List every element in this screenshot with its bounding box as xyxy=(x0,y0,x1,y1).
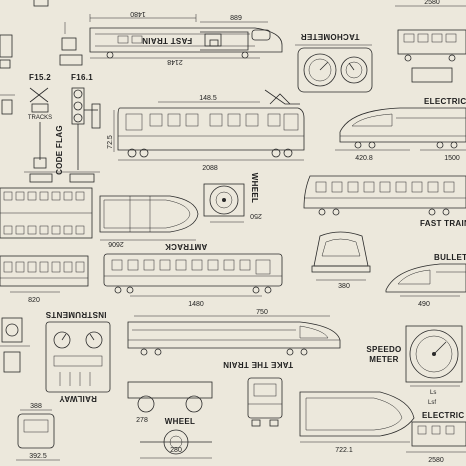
label-instruments: INSTRUMENTS xyxy=(45,310,106,319)
dim-889-top: 889 xyxy=(230,15,242,22)
dim-380-mid: 380 xyxy=(338,283,350,290)
take-the-train-drawing: 750 TAKE THE TRAIN xyxy=(127,309,341,369)
top-left-fragment xyxy=(0,0,49,115)
dim-490: 490 xyxy=(418,301,430,308)
fast-train-mid-drawing: FAST TRAIN xyxy=(303,175,466,228)
dim-2606: 2606 xyxy=(108,240,124,247)
wheel-bottom-drawing: 278 WHEEL 280 xyxy=(127,381,213,459)
label-fast-train-top: FAST TRAIN xyxy=(142,36,192,45)
label-lsf: Lsf xyxy=(428,400,436,406)
label-railway: RAILWAY xyxy=(59,394,97,403)
dim-722-1: 722.1 xyxy=(335,447,353,454)
dim-250: 250 xyxy=(250,212,262,219)
dim-820: 820 xyxy=(28,297,40,304)
dim-280: 280 xyxy=(170,447,182,454)
small-cab-bottom xyxy=(247,377,283,427)
instruments-panel-drawing: INSTRUMENTS RAILWAY xyxy=(45,310,111,403)
bullet-side-right: BULLET 490 xyxy=(385,253,466,308)
top-right-fragment: 2580 xyxy=(395,0,466,83)
small-engine-top-left xyxy=(59,22,83,66)
dim-392-5: 392.5 xyxy=(29,453,47,460)
instrument-left-fragment xyxy=(0,317,30,373)
label-bullet: BULLET xyxy=(434,253,466,262)
bottom-left-cab: 388 392.5 xyxy=(16,403,60,461)
label-meter: METER xyxy=(369,355,399,364)
bullet-nose-bottom: 722.1 xyxy=(299,391,415,454)
dim-2148: 2148 xyxy=(167,58,183,65)
dim-278: 278 xyxy=(136,417,148,424)
label-f15-2: F15.2 xyxy=(29,73,51,82)
label-speedo: SPEEDO xyxy=(366,345,401,354)
wheel-top-drawing: WHEEL 250 xyxy=(203,173,262,223)
dim-1500: 1500 xyxy=(444,155,460,162)
bullet-front-view: 380 xyxy=(311,231,371,290)
speedometer-drawing: SPEEDO METER Ls Lsf xyxy=(366,325,463,406)
fast-train-nose-top-view: 2606 xyxy=(99,195,199,247)
label-amtrack: AMTRACK xyxy=(165,242,208,251)
coach-left-drawing: 820 xyxy=(0,255,89,304)
dim-1480-top: 1480 xyxy=(130,10,146,17)
label-electric-bottom: ELECTRIC xyxy=(422,411,464,420)
label-code-flag: CODE FLAG xyxy=(55,125,64,175)
dim-1480-mid: 1480 xyxy=(188,301,204,308)
dim-2088: 2088 xyxy=(202,165,218,172)
dim-420-8: 420.8 xyxy=(355,155,373,162)
label-electric-train: ELECTRIC T xyxy=(424,97,466,106)
label-tracks: TRACKS xyxy=(28,115,52,121)
dim-2580-bottom: 2580 xyxy=(428,457,444,464)
small-cab-top xyxy=(204,33,222,47)
dim-2580-top: 2580 xyxy=(424,0,440,6)
label-ls: Ls xyxy=(430,390,436,396)
label-tachometer: TACHOMETER xyxy=(301,32,360,41)
electric-bullet-top-right: ELECTRIC T 420.8 1500 xyxy=(335,97,466,162)
electric-bottom-right: ELECTRIC 2580 xyxy=(406,411,466,464)
label-fast-train-mid: FAST TRAIN xyxy=(420,219,466,228)
dim-148-5: 148.5 xyxy=(199,95,217,102)
label-take-the-train: TAKE THE TRAIN xyxy=(223,360,293,369)
fast-train-top-drawing: 1480 889 FAST TRAIN 2148 xyxy=(89,10,283,65)
electric-locomotive-drawing: 148.5 72.5 2088 xyxy=(107,89,305,172)
label-wheel-bottom: WHEEL xyxy=(165,417,195,426)
railway-crossing-drawing: F15.2 F16.1 TRACKS CODE FLAG xyxy=(24,73,101,183)
label-f16-1: F16.1 xyxy=(71,73,93,82)
tachometer-drawing: TACHOMETER xyxy=(295,32,373,93)
dim-388: 388 xyxy=(30,403,42,410)
dim-72-5: 72.5 xyxy=(107,135,114,149)
dim-750: 750 xyxy=(256,309,268,316)
label-wheel-top: WHEEL xyxy=(250,173,259,203)
amtrack-coach-drawing: AMTRACK 1480 xyxy=(103,242,283,308)
coach-top-view xyxy=(0,187,93,239)
